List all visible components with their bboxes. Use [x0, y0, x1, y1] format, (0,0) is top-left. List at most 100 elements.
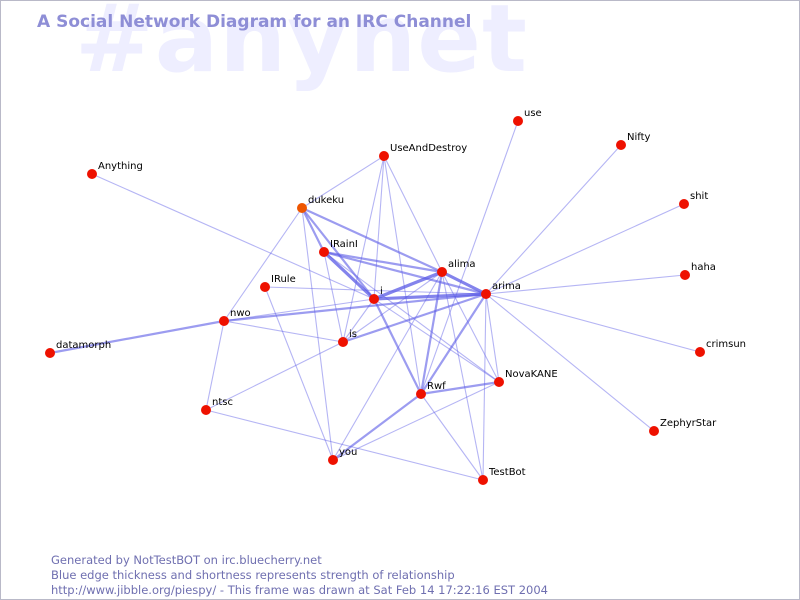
edge-nwo-dukeku — [223, 207, 303, 322]
node-label-NovaKANE: NovaKANE — [505, 369, 558, 380]
node-dot-nwo — [219, 316, 229, 326]
edges-layer — [48, 120, 701, 481]
footer-timestamp: http://www.jibble.org/piespy/ - This fra… — [51, 583, 548, 597]
node-label-datamorph: datamorph — [56, 340, 111, 351]
node-dot-haha — [680, 270, 690, 280]
node-label-TestBot: TestBot — [488, 467, 526, 478]
edge-datamorph-nwo — [48, 319, 226, 355]
node-IRainI: IRainI — [319, 239, 358, 257]
edge-i-Rwf — [372, 297, 423, 396]
edge-TestBot-Rwf — [420, 393, 484, 481]
footer: Generated by NotTestBOT on irc.bluecherr… — [51, 553, 548, 598]
edge-shit-arima — [485, 203, 685, 295]
footer-generated-by: Generated by NotTestBOT on irc.bluecherr… — [51, 553, 322, 567]
edge-use-Rwf — [420, 120, 519, 395]
node-dot-is — [338, 337, 348, 347]
edge-UseAndDestroy-i — [373, 155, 385, 300]
edge-IRule-arima — [264, 286, 487, 295]
node-label-arima: arima — [492, 281, 521, 292]
node-shit: shit — [679, 191, 708, 209]
edge-NovaKANE-you — [332, 381, 500, 461]
edge-TestBot-alima — [441, 271, 484, 481]
edge-ZephyrStar-arima — [485, 293, 655, 432]
edge-haha-arima — [485, 274, 686, 295]
node-dot-TestBot — [478, 475, 488, 485]
footer-legend-note: Blue edge thickness and shortness repres… — [51, 568, 455, 582]
node-dot-IRule — [260, 282, 270, 292]
node-dot-dukeku — [297, 203, 307, 213]
edge-alima-Rwf — [419, 270, 444, 396]
node-label-i: i — [380, 286, 383, 297]
node-label-IRule: IRule — [271, 274, 296, 285]
node-label-you: you — [339, 447, 357, 458]
node-dot-IRainI — [319, 247, 329, 257]
edge-Rwf-arima — [419, 292, 488, 396]
edge-UseAndDestroy-dukeku — [301, 155, 385, 209]
node-you: you — [328, 447, 357, 465]
edge-dukeku-IRainI — [300, 206, 326, 254]
node-label-dukeku: dukeku — [308, 195, 344, 206]
node-label-alima: alima — [448, 259, 476, 270]
edge-nwo-i — [223, 298, 375, 322]
node-dot-crimsun — [695, 347, 705, 357]
node-dot-use — [513, 116, 523, 126]
node-UseAndDestroy: UseAndDestroy — [379, 143, 467, 161]
node-dot-alima — [437, 267, 447, 277]
node-alima: alima — [437, 259, 476, 277]
node-dot-arima — [481, 289, 491, 299]
node-label-IRainI: IRainI — [330, 239, 358, 250]
edge-is-ntsc — [205, 341, 344, 411]
edge-is-IRainI — [323, 251, 344, 343]
node-nwo: nwo — [219, 308, 251, 326]
edge-UseAndDestroy-is — [342, 155, 385, 343]
node-label-UseAndDestroy: UseAndDestroy — [390, 143, 467, 154]
node-Rwf: Rwf — [416, 381, 446, 399]
node-dukeku: dukeku — [297, 195, 344, 213]
edge-you-dukeku — [301, 207, 334, 461]
node-use: use — [513, 108, 542, 126]
node-arima: arima — [481, 281, 521, 299]
node-TestBot: TestBot — [478, 467, 526, 485]
node-label-crimsun: crimsun — [706, 339, 746, 350]
node-dot-NovaKANE — [494, 377, 504, 387]
node-label-is: is — [349, 329, 357, 340]
node-dot-you — [328, 455, 338, 465]
node-ntsc: ntsc — [201, 397, 233, 415]
edge-IRainI-i — [322, 250, 376, 301]
edge-Anything-i — [91, 173, 375, 300]
node-dot-UseAndDestroy — [379, 151, 389, 161]
edge-NovaKANE-alima — [441, 271, 500, 383]
node-Nifty: Nifty — [616, 132, 651, 150]
edge-alima-arima — [440, 270, 488, 296]
node-label-Nifty: Nifty — [627, 132, 651, 143]
diagram-title: A Social Network Diagram for an IRC Chan… — [37, 12, 472, 32]
edge-NovaKANE-arima — [485, 293, 500, 383]
edge-dukeku-alima — [300, 206, 444, 274]
edge-UseAndDestroy-Rwf — [383, 155, 422, 395]
node-dot-ZephyrStar — [649, 426, 659, 436]
edge-NovaKANE-IRainI — [323, 251, 500, 383]
edge-IRainI-alima — [322, 250, 444, 274]
node-label-nwo: nwo — [230, 308, 251, 319]
node-dot-Rwf — [416, 389, 426, 399]
node-label-Rwf: Rwf — [427, 381, 446, 392]
node-dot-i — [369, 294, 379, 304]
node-Anything: Anything — [87, 161, 143, 179]
node-dot-ntsc — [201, 405, 211, 415]
node-label-Anything: Anything — [98, 161, 143, 172]
edge-UseAndDestroy-alima — [383, 155, 443, 273]
node-dot-Anything — [87, 169, 97, 179]
node-dot-Nifty — [616, 140, 626, 150]
edge-is-arima — [341, 292, 488, 344]
node-i: i — [369, 286, 383, 304]
channel-watermark: #anynet — [75, 0, 528, 94]
edge-IRule-you — [264, 286, 334, 461]
edge-is-i — [342, 298, 375, 343]
node-label-haha: haha — [691, 262, 716, 273]
node-label-ntsc: ntsc — [212, 397, 233, 408]
edge-IRainI-arima — [322, 250, 488, 296]
node-label-ZephyrStar: ZephyrStar — [660, 418, 717, 429]
node-crimsun: crimsun — [695, 339, 746, 357]
